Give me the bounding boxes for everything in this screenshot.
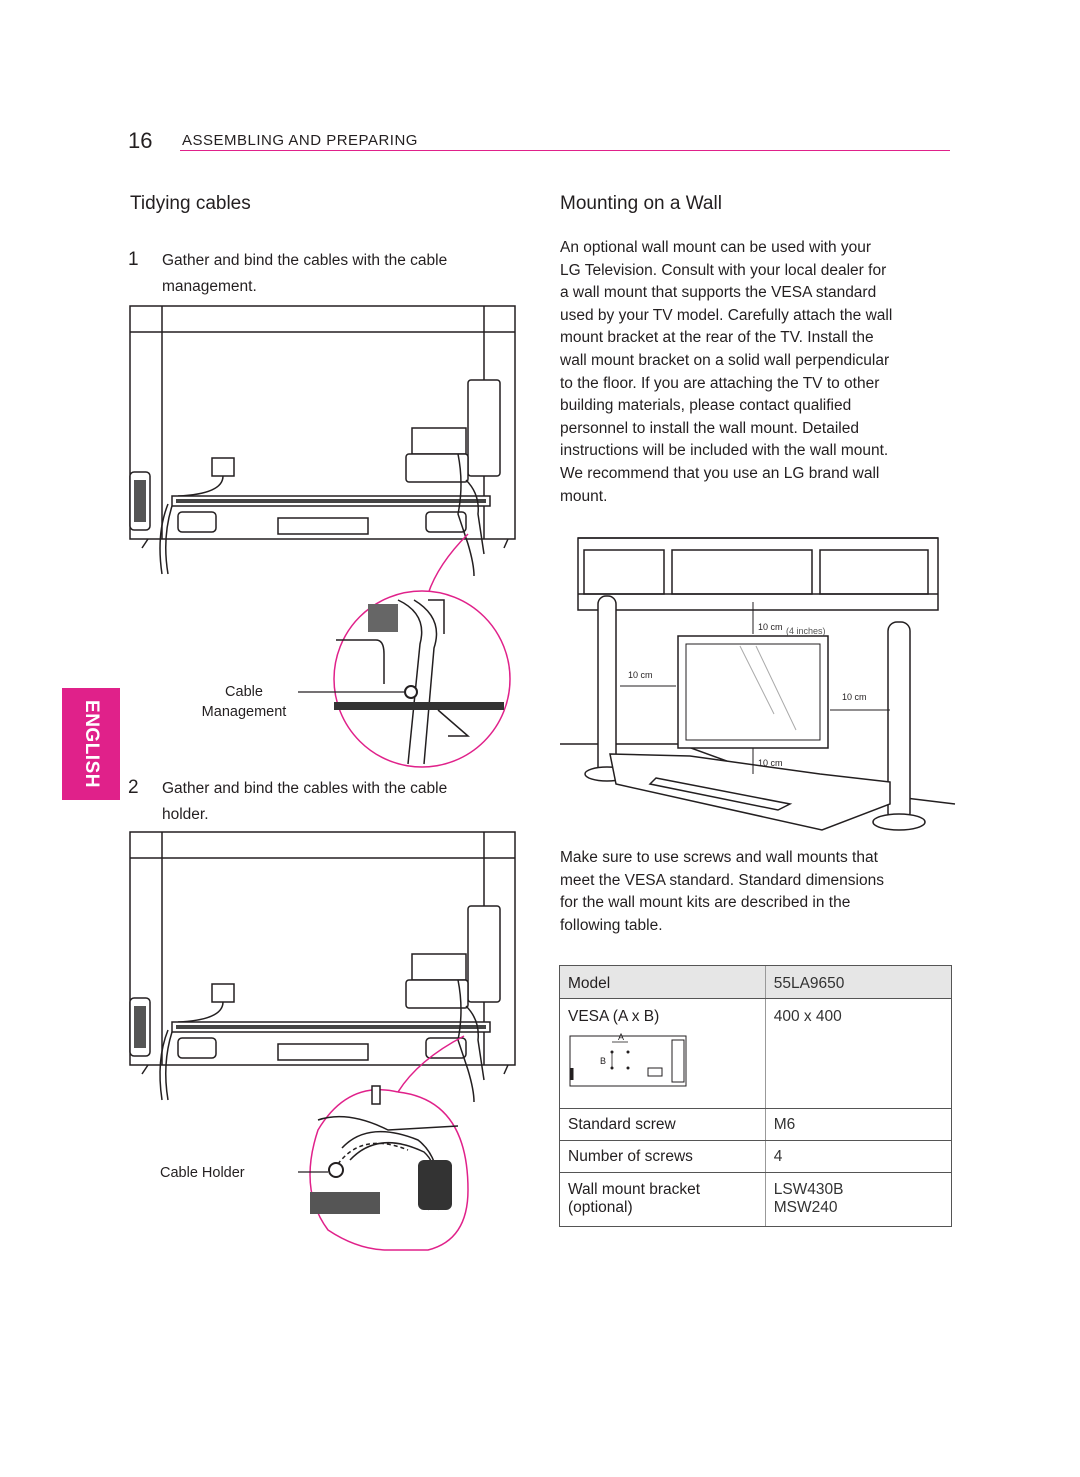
tv-rear-cable-holder-illustration [129,831,516,1251]
step-2-text: Gather and bind the cables with the cabl… [162,780,448,823]
screw-count-label: Number of screws [560,1140,766,1173]
vesa-a-label: A [618,1032,624,1042]
step-1-number: 1 [128,249,139,270]
tv-rear-cable-management-illustration [129,305,516,768]
tidying-cables-heading: Tidying cables [130,193,251,214]
screw-count-value: 4 [765,1140,951,1173]
vesa-label: VESA (A x B) [568,1007,660,1025]
vesa-value: 400 x 400 [765,998,951,1109]
clearance-left-label: 10 cm [628,670,653,680]
screw-label: Standard screw [560,1108,766,1141]
page-number: 16 [128,128,153,153]
table-row: VESA (A x B) A B 400 x 400 [560,998,951,1109]
model-label: Model [560,966,766,999]
header-rule [180,150,950,151]
cable-holder-callout: Cable Holder [160,1165,245,1181]
table-row: Wall mount bracket (optional) LSW430B MS… [560,1172,951,1226]
cable-management-callout: Cable Management [201,684,287,720]
model-value: 55LA9650 [765,966,951,999]
step-1-text: Gather and bind the cables with the cabl… [162,252,448,295]
vesa-note: Make sure to use screws and wall mounts … [560,849,884,934]
table-row: Number of screws 4 [560,1140,951,1173]
language-tab: ENGLISH [62,688,120,800]
clearance-right-label: 10 cm [842,692,867,702]
mounting-heading: Mounting on a Wall [560,193,722,214]
bracket-value: LSW430B MSW240 [773,1180,844,1216]
wall-mount-spec-table: Model 55LA9650 VESA (A x B) A B [559,965,952,1227]
screw-value: M6 [765,1108,951,1141]
section-title: ASSEMBLING AND PREPARING [182,132,418,149]
clearance-top-inches-label: (4 inches) [786,626,826,636]
vesa-b-label: B [600,1056,606,1066]
table-row: Standard screw M6 [560,1108,951,1141]
wall-mount-clearance-diagram: 10 cm (4 inches) 10 cm 10 cm 10 cm [560,537,956,831]
bracket-label: Wall mount bracket (optional) [560,1172,766,1226]
vesa-pattern-icon: A B [569,1032,687,1086]
clearance-bottom-label: 10 cm [758,758,783,768]
mounting-intro: An optional wall mount can be used with … [560,239,893,505]
language-tab-label: ENGLISH [81,700,102,788]
table-row: Model 55LA9650 [560,966,951,999]
vesa-cell: VESA (A x B) A B [560,998,766,1109]
step-2-number: 2 [128,777,139,798]
clearance-top-label: 10 cm [758,622,783,632]
